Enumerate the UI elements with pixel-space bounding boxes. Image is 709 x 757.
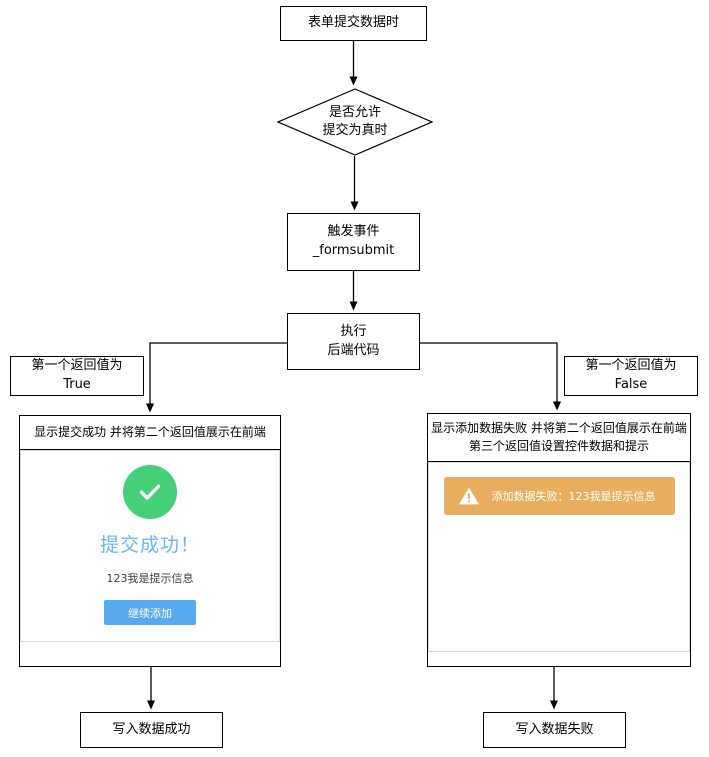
panel-success-outcome: 显示提交成功 并将第二个返回值展示在前端 提交成功！ 123我是提示信息 继续添… [19,415,281,667]
success-message: 123我是提示信息 [106,572,194,585]
check-circle-icon [123,465,177,519]
node-trigger-label-line1: 触发事件 [327,224,380,240]
panel-success-body: 提交成功！ 123我是提示信息 继续添加 [20,450,280,642]
node-trigger-event: 触发事件 _formsubmit [287,213,420,271]
node-branch-true: 第一个返回值为 True [10,356,144,396]
node-decision-allow-submit: 是否允许 提交为真时 [277,88,433,156]
success-screenshot-inset: 提交成功！ 123我是提示信息 继续添加 [20,450,280,642]
node-branch-true-line2: True [63,377,91,392]
node-write-data-success: 写入数据成功 [80,712,223,748]
panel-failure-caption-line2: 并将第二个返回值展示在前端 [530,421,687,435]
node-start: 表单提交数据时 [280,6,427,41]
node-branch-false-line2: False [614,377,648,392]
node-execute-backend: 执行 后端代码 [287,313,420,370]
node-execute-label-line2: 后端代码 [327,342,380,358]
panel-success-caption: 显示提交成功 并将第二个返回值展示在前端 [20,416,280,450]
panel-failure-caption-line1: 显示添加数据失败 [431,421,528,435]
wire-exec-to-true-branch [146,342,287,413]
node-decision-text: 是否允许 提交为真时 [277,88,433,156]
continue-add-button[interactable]: 继续添加 [104,600,196,625]
diamond-shape [277,88,433,156]
node-branch-false-line1: 第一个返回值为 [585,358,677,374]
success-title: 提交成功！ [99,534,200,556]
panel-failure-caption: 显示添加数据失败 并将第二个返回值展示在前端 第三个返回值设置控件数据和提示 [428,414,690,462]
node-decision-label-line1: 是否允许 [328,104,381,120]
node-branch-true-line1: 第一个返回值为 [31,358,123,374]
error-alert-bar: 添加数据失败：123我是提示信息 [443,477,675,515]
wire-exec-to-false-branch [420,342,561,411]
node-start-label: 表单提交数据时 [307,15,399,31]
panel-failure-body: 添加数据失败：123我是提示信息 [428,462,690,652]
node-decision-label-line2: 提交为真时 [322,123,388,138]
failure-screenshot-inset: 添加数据失败：123我是提示信息 [428,462,690,652]
node-write-data-failure-label: 写入数据失败 [515,721,594,737]
node-write-data-success-label: 写入数据成功 [112,721,191,737]
node-write-data-failure: 写入数据失败 [483,712,626,748]
node-trigger-label-line2: _formsubmit [312,243,395,258]
node-execute-label-line1: 执行 [340,323,367,339]
error-alert-text: 添加数据失败：123我是提示信息 [491,490,656,503]
node-branch-false: 第一个返回值为 False [564,356,698,396]
panel-success-caption-line2: 并将第二个返回值展示在前端 [109,425,266,439]
warning-triangle-icon [458,487,479,505]
panel-failure-outcome: 显示添加数据失败 并将第二个返回值展示在前端 第三个返回值设置控件数据和提示 添… [427,413,691,667]
panel-success-caption-line1: 显示提交成功 [34,425,107,439]
panel-failure-caption-line3: 第三个返回值设置控件数据和提示 [468,439,649,453]
